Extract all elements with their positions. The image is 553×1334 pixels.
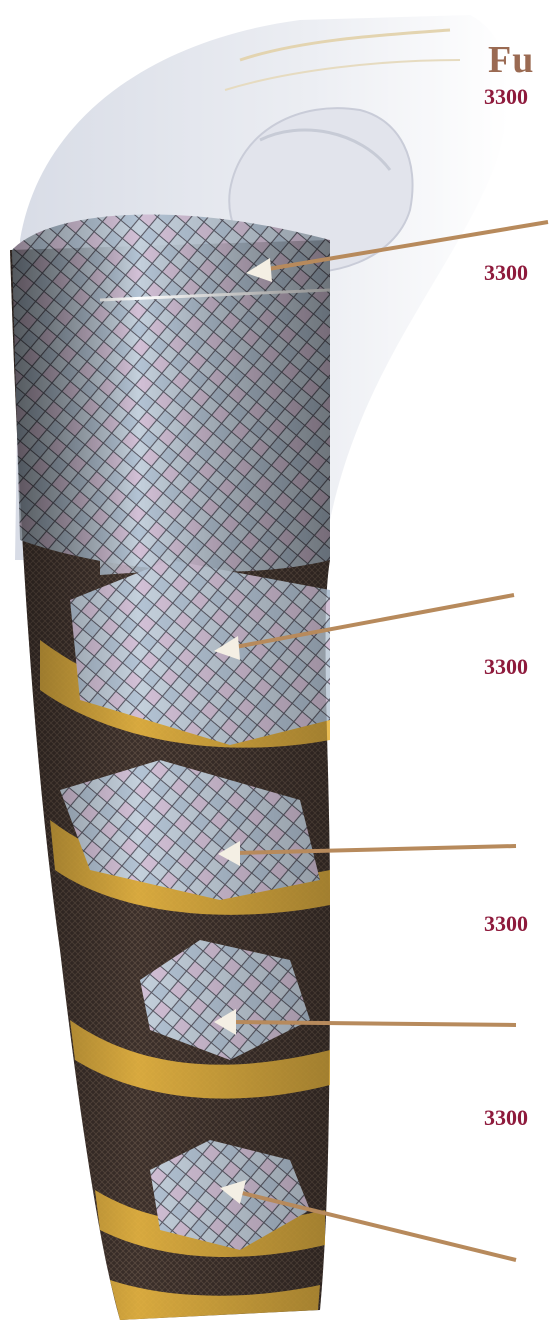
layer-label-2: 3300	[484, 260, 528, 286]
layer-label-4: 3300	[484, 911, 528, 937]
diagram-title: Fu	[488, 38, 534, 82]
layer-label-3: 3300	[484, 654, 528, 680]
cable-column	[10, 215, 330, 1320]
layer-label-5: 3300	[484, 1105, 528, 1131]
layer-label-1: 3300	[484, 84, 528, 110]
